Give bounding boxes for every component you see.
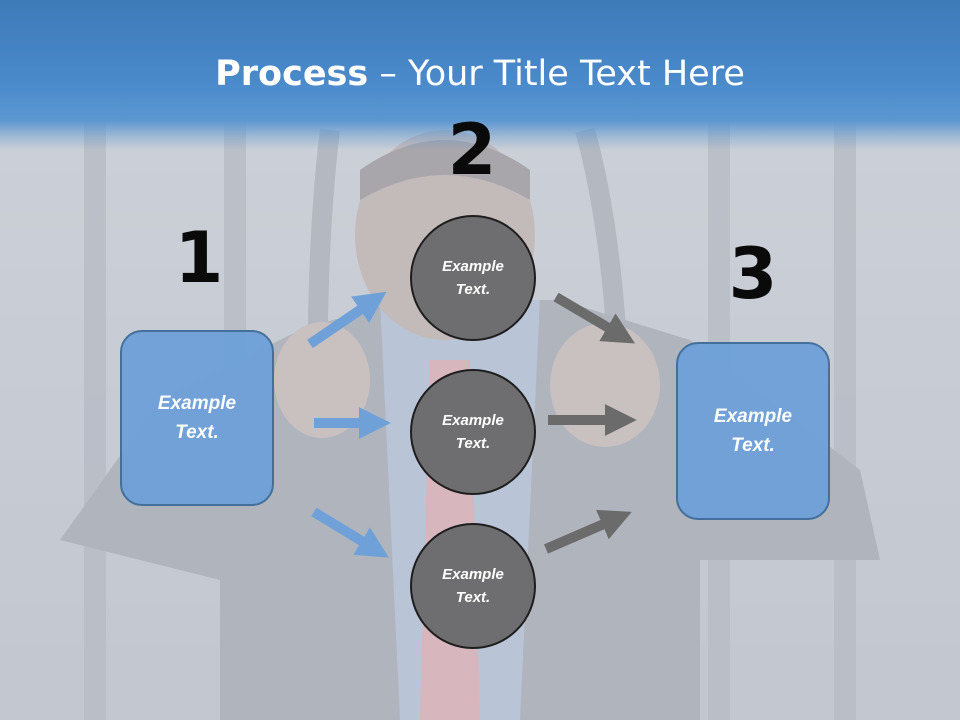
process-circle-top: Example Text. (410, 215, 536, 341)
step-number-2: 2 (447, 109, 497, 191)
output-box: Example Text. (676, 342, 830, 520)
input-box-label: Example Text. (157, 393, 237, 443)
step-number-3: 3 (728, 233, 778, 315)
arrow-circle3-to-box3 (544, 509, 632, 554)
circle-label: Example Text. (442, 412, 504, 452)
step-number-1: 1 (174, 217, 224, 299)
process-circle-middle: Example Text. (410, 369, 536, 495)
input-box: Example Text. (120, 330, 274, 506)
arrow-box1-to-circle3 (311, 507, 389, 558)
header-band (0, 0, 960, 150)
output-box-label: Example Text. (713, 406, 793, 456)
arrow-circle1-to-box3 (553, 292, 636, 344)
arrow-box1-to-circle1 (307, 291, 387, 349)
slide-title: Process – Your Title Text Here (0, 52, 960, 96)
process-circle-bottom: Example Text. (410, 523, 536, 649)
title-rest-part: – Your Title Text Here (368, 54, 745, 94)
circle-label: Example Text. (442, 258, 504, 298)
circle-label: Example Text. (442, 566, 504, 606)
title-bold-part: Process (215, 54, 369, 94)
